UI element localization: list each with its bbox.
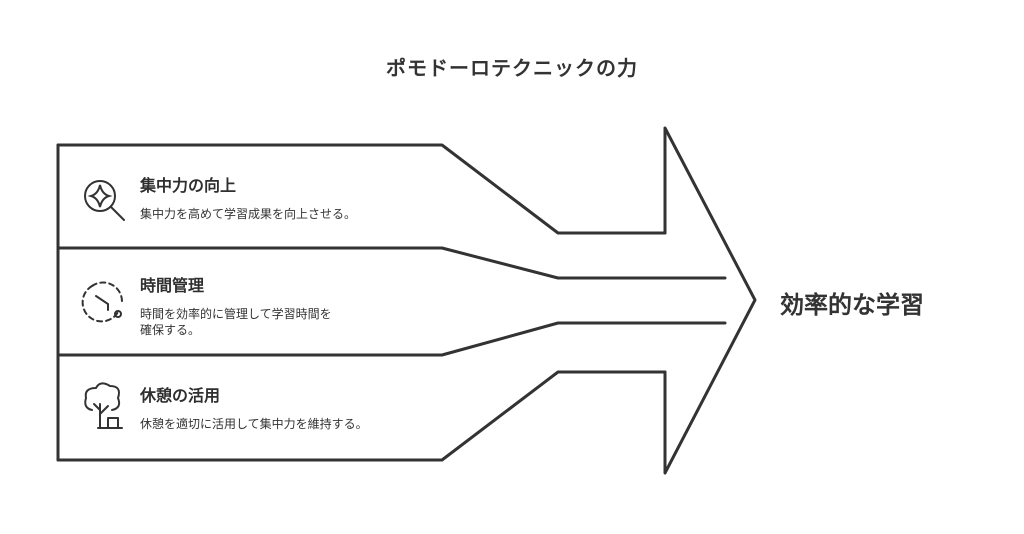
stage-title: 集中力の向上 xyxy=(140,176,237,195)
arrow-divider-bottom xyxy=(56,321,727,357)
stage-title: 休憩の活用 xyxy=(140,386,221,405)
stage-time-management: 時間管理 時間を効率的に管理して学習時間を 確保する。 xyxy=(140,272,390,338)
page-title: ポモドーロテクニックの力 xyxy=(386,56,638,80)
tree-icon xyxy=(78,380,128,434)
stage-break-usage: 休憩の活用 休憩を適切に活用して集中力を維持する。 xyxy=(140,382,390,432)
arrow-band-top xyxy=(56,143,667,235)
stage-description: 集中力を高めて学習成果を向上させる。 xyxy=(140,207,357,221)
timer-icon xyxy=(78,280,130,332)
arrow-divider-top xyxy=(56,246,727,280)
stage-description: 時間を効率的に管理して学習時間を 確保する。 xyxy=(140,307,332,337)
focus-magnifier-icon xyxy=(78,176,128,226)
result-label: 効率的な学習 xyxy=(780,291,924,319)
arrow-head xyxy=(663,126,757,475)
stage-title: 時間管理 xyxy=(140,276,205,295)
stage-description: 休憩を適切に活用して集中力を維持する。 xyxy=(140,417,368,431)
stage-focus: 集中力の向上 集中力を高めて学習成果を向上させる。 xyxy=(140,172,390,222)
arrow-band-bottom xyxy=(56,370,667,462)
